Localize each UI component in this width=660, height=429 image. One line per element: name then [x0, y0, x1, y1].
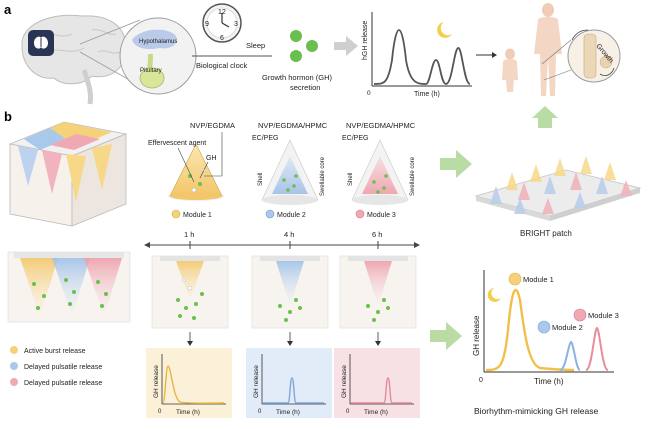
- module-3-formula: NVP/EGDMA/HPMC: [346, 121, 416, 130]
- pituitary-label: Pituitary: [140, 68, 162, 74]
- gh-secretion-line2: secretion: [290, 83, 320, 92]
- mini-plot-module-2: [246, 348, 332, 418]
- module-3-badge: Module 3: [355, 209, 396, 219]
- svg-text:Module 2: Module 2: [277, 212, 306, 219]
- hgh-plot-xlabel: Time (h): [414, 91, 440, 98]
- module-2-formula: NVP/EGDMA/HPMC: [258, 121, 328, 130]
- big-plot-label-module-3: Module 3: [588, 311, 619, 320]
- moon-icon: [437, 22, 452, 38]
- biological-clock-label: Biological clock: [196, 61, 248, 70]
- module-2-shell-material: EC/PEG: [252, 135, 278, 142]
- mini-plot-1-origin: 0: [158, 409, 162, 415]
- svg-text:Module 3: Module 3: [367, 212, 396, 219]
- zoom-hypothalamus-pituitary: Hypothalamus Pituitary: [79, 17, 197, 95]
- release-tile-6h: [339, 255, 417, 329]
- clock-icon: 12 3 6 9: [202, 3, 242, 43]
- arrow-to-patch: [440, 150, 472, 178]
- big-plot-ylabel: GH release: [472, 315, 481, 356]
- legend-delayed-2: Delayed pulsatile release: [24, 380, 102, 387]
- release-tile-4h: [251, 255, 329, 329]
- gh-secretion-line1: Growth hormon (GH): [262, 73, 333, 82]
- mini-plot-2-xlabel: Time (h): [276, 409, 300, 416]
- effervescent-agent-label: Effervescent agent: [148, 140, 206, 147]
- mini-plot-2-origin: 0: [258, 409, 262, 415]
- big-plot-caption: Biorhythm-mimicking GH release: [474, 406, 598, 416]
- module-3-shell-material: EC/PEG: [342, 135, 368, 142]
- mini-plot-module-3: [334, 348, 420, 418]
- svg-text:Module 1: Module 1: [183, 212, 212, 219]
- module-1-cone: [168, 143, 224, 201]
- hgh-plot-origin: 0: [367, 90, 371, 97]
- arrow-to-plot: [334, 36, 358, 56]
- big-plot-origin: 0: [479, 377, 483, 384]
- gh-label: GH: [206, 155, 217, 162]
- bright-patch-label: BRIGHT patch: [520, 229, 572, 238]
- sleep-label: Sleep: [246, 41, 265, 50]
- gh-molecules: [290, 30, 318, 62]
- skin-needles: [7, 251, 131, 323]
- clock-3: 3: [234, 21, 238, 28]
- module-3-cone: [351, 139, 409, 205]
- module-2-cone: [261, 139, 319, 205]
- mini-plot-1-ylabel: GH release: [153, 365, 160, 398]
- hypothalamus-label: Hypothalamus: [139, 39, 177, 45]
- hgh-plot-ylabel: hGH release: [362, 21, 369, 60]
- module-1-formula: NVP/EGDMA: [190, 121, 235, 130]
- bright-patch: [474, 156, 642, 221]
- big-release-plot: [483, 270, 614, 373]
- mini-plot-3-origin: 0: [346, 409, 350, 415]
- clock-6: 6: [220, 35, 224, 42]
- clock-12: 12: [218, 9, 226, 16]
- mini-plot-2-ylabel: GH release: [253, 365, 260, 398]
- panel-b-letter: b: [4, 109, 12, 124]
- mini-plot-3-xlabel: Time (h): [364, 409, 388, 416]
- legend-delayed-1: Delayed pulsatile release: [24, 364, 102, 371]
- module-1-badge: Module 1: [171, 209, 212, 219]
- mini-plot-1-xlabel: Time (h): [176, 409, 200, 416]
- mini-plot-module-1: [146, 348, 232, 418]
- timeline: [144, 241, 420, 249]
- big-plot-label-module-2: Module 2: [552, 323, 583, 332]
- down-arrows: [187, 332, 381, 346]
- timeline-6h: 6 h: [372, 230, 382, 239]
- patch-block: [8, 121, 128, 227]
- module-2-shell-side: Shell: [258, 173, 264, 186]
- arrow-to-big-plot: [430, 322, 462, 350]
- clock-9: 9: [205, 21, 209, 28]
- brain-illustration: [21, 14, 126, 105]
- module-3-shell-side: Shell: [348, 173, 354, 186]
- hgh-release-plot: [371, 12, 472, 87]
- release-legend: [10, 346, 18, 386]
- module-2-badge: Module 2: [265, 209, 306, 219]
- arrow-up: [532, 106, 558, 128]
- big-plot-xlabel: Time (h): [534, 377, 564, 386]
- human-figures: [502, 3, 572, 96]
- moon-icon-2: [487, 288, 501, 302]
- mini-plot-3-ylabel: GH release: [341, 365, 348, 398]
- legend-active-burst: Active burst release: [24, 348, 86, 355]
- module-2-core-side: Swellable core: [320, 156, 326, 196]
- bone-growth-zoom: [567, 29, 621, 83]
- big-plot-label-module-1: Module 1: [523, 275, 554, 284]
- module-3-core-side: Swellable core: [410, 156, 416, 196]
- release-tile-1h: [151, 255, 229, 329]
- timeline-1h: 1 h: [184, 230, 194, 239]
- timeline-4h: 4 h: [284, 230, 294, 239]
- panel-a-letter: a: [4, 2, 12, 17]
